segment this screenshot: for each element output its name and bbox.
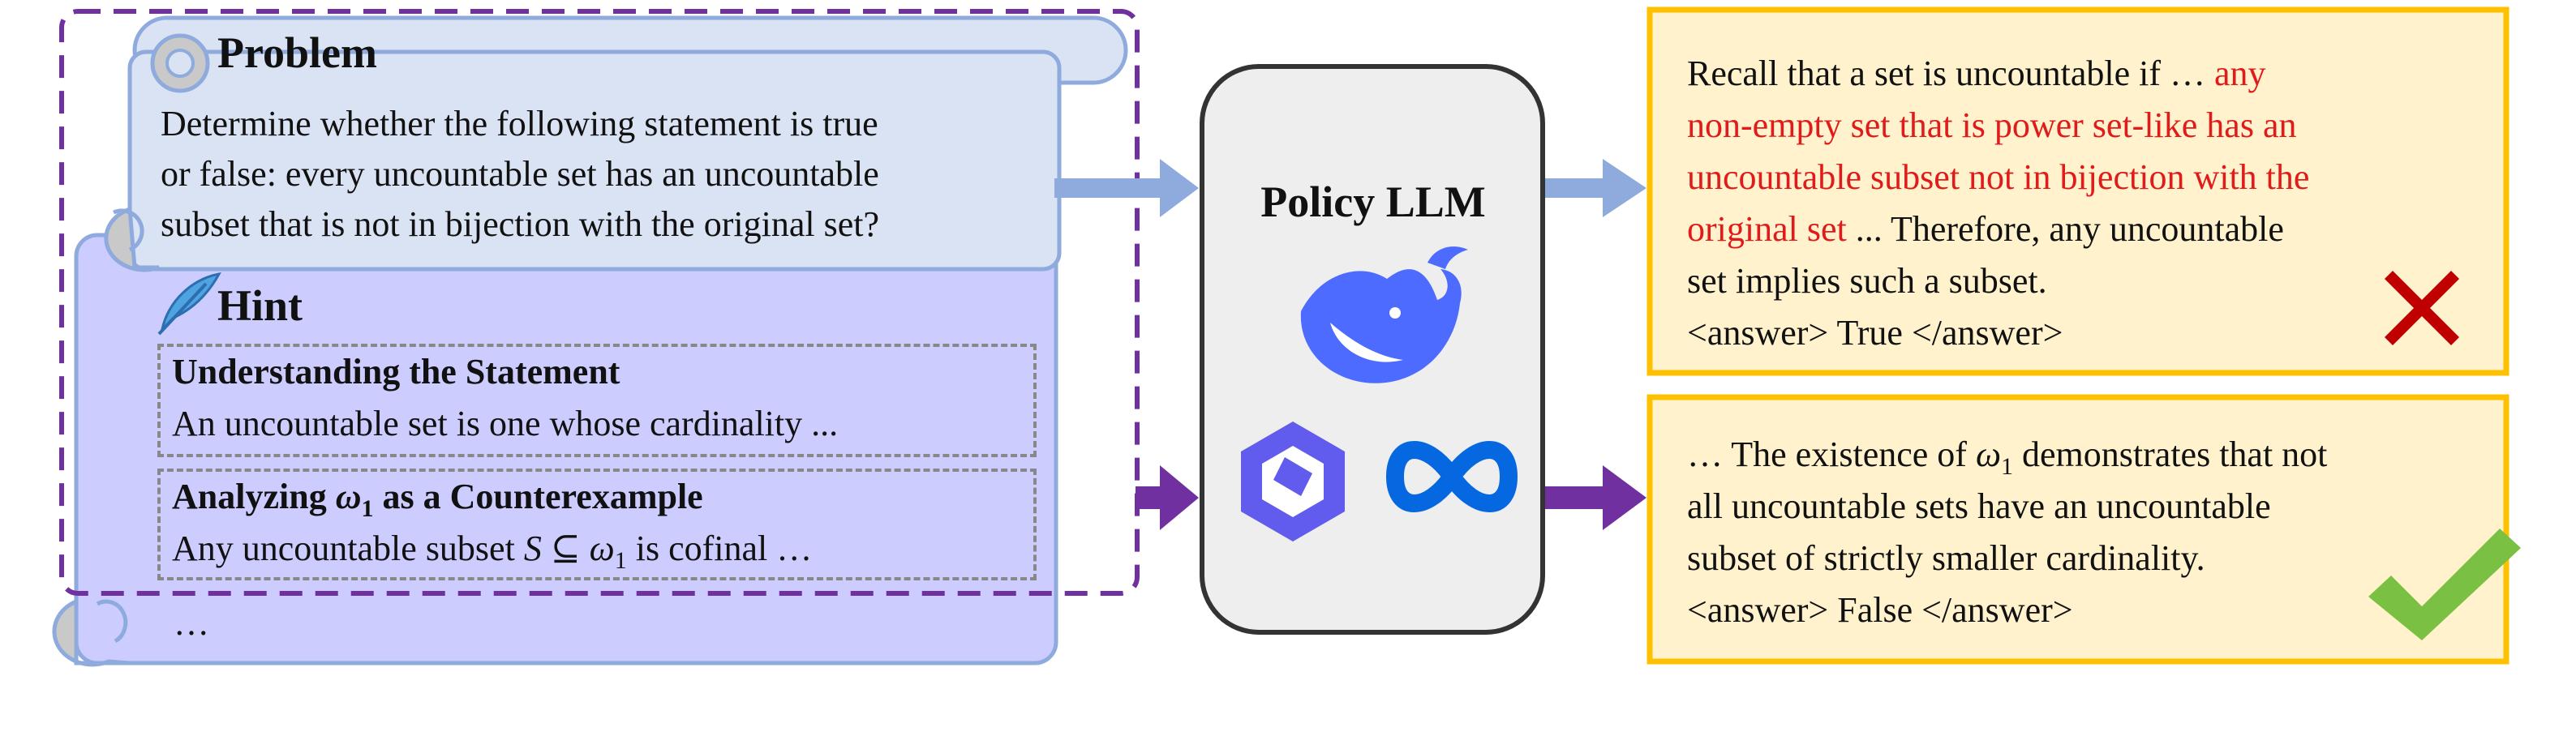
policy-title: Policy LLM xyxy=(1260,178,1486,226)
wrong-line-2: non-empty set that is power set-like has… xyxy=(1687,105,2297,145)
blue-arrow-output xyxy=(1543,159,1646,217)
purple-arrow-input xyxy=(1136,465,1199,530)
hint-section-2-body: Any uncountable subset S ⊆ ω1 is cofinal… xyxy=(172,529,813,574)
hint-section-2-heading: Analyzing ω1 as a Counterexample xyxy=(172,477,703,522)
hint-section-2 xyxy=(157,469,1037,580)
problem-line-1: Determine whether the following statemen… xyxy=(161,104,878,143)
problem-scroll xyxy=(104,15,1128,272)
wrong-line-4: original set ... Therefore, any uncounta… xyxy=(1687,209,2284,249)
right-line-3: subset of strictly smaller cardinality. xyxy=(1687,538,2205,578)
cross-icon xyxy=(2385,271,2459,345)
output-wrong-box xyxy=(1646,6,2509,376)
deepseek-whale-icon xyxy=(1300,246,1468,383)
right-line-1: … The existence of ω1 demonstrates that … xyxy=(1687,434,2328,480)
purple-arrow-output xyxy=(1543,465,1646,530)
problem-title: Problem xyxy=(217,28,377,77)
hint-title: Hint xyxy=(217,281,303,330)
output-right-box xyxy=(1646,394,2509,665)
wrong-line-3: uncountable subset not in bijection with… xyxy=(1687,157,2310,197)
hint-section-1-heading: Understanding the Statement xyxy=(172,352,620,392)
problem-line-2: or false: every uncountable set has an u… xyxy=(161,154,879,194)
wrong-answer: <answer> True </answer> xyxy=(1687,313,2063,353)
feather-icon xyxy=(157,272,221,336)
qwen-icon xyxy=(1241,422,1345,541)
wrong-line-5: set implies such a subset. xyxy=(1687,261,2047,301)
wrong-line-1: Recall that a set is uncountable if … an… xyxy=(1687,54,2266,93)
check-icon xyxy=(2368,529,2521,640)
right-line-2: all uncountable sets have an uncountable xyxy=(1687,486,2271,526)
meta-infinity-icon xyxy=(1385,441,1518,512)
hint-section-1-body: An uncountable set is one whose cardinal… xyxy=(172,404,839,443)
problem-line-3: subset that is not in bijection with the… xyxy=(161,204,879,244)
right-answer: <answer> False </answer> xyxy=(1687,590,2073,630)
hint-ellipsis: … xyxy=(174,603,209,643)
blue-arrow-input xyxy=(1054,159,1199,217)
hint-section-1 xyxy=(157,344,1037,457)
input-dashed-frame xyxy=(59,9,1140,596)
